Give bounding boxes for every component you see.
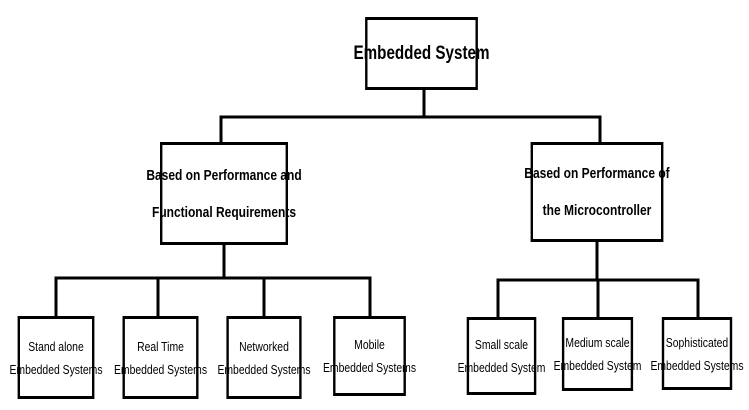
node-leaf-mobile: Mobile Embedded Systems [323, 316, 416, 396]
node-branch-right-line2: the Microcontroller [542, 202, 652, 219]
node-leaf-mobile-line1: Mobile [354, 337, 385, 352]
node-branch-left-line1: Based on Performance and [146, 166, 302, 184]
node-leaf-real-time-line2: Embedded Systems [113, 361, 208, 377]
node-leaf-stand-alone: Stand alone Embedded Systems [9, 316, 103, 399]
node-leaf-real-time: Real Time Embedded Systems [114, 316, 207, 399]
node-branch-right-line1: Based on Performance of [524, 165, 670, 182]
node-leaf-medium-scale-line2: Embedded System [553, 358, 642, 373]
node-leaf-small-scale-line2: Embedded System [457, 360, 546, 375]
node-leaf-small-scale-line1: Small scale [474, 337, 529, 352]
node-leaf-small-scale: Small scale Embedded System [458, 317, 545, 395]
node-branch-left-line2: Functional Requirements [151, 203, 297, 221]
node-leaf-medium-scale-line1: Medium scale [565, 335, 630, 350]
node-leaf-networked-line2: Embedded Systems [217, 361, 311, 377]
node-leaf-networked: Networked Embedded Systems [217, 316, 311, 399]
node-leaf-mobile-line2: Embedded Systems [322, 360, 417, 375]
node-leaf-sophisticated: Sophisticated Embedded Systems [650, 317, 744, 390]
node-leaf-networked-line1: Networked [239, 338, 289, 354]
node-root-label: Embedded System [353, 42, 490, 64]
node-root: Embedded System [354, 17, 490, 90]
node-leaf-sophisticated-line1: Sophisticated [665, 334, 729, 350]
node-leaf-real-time-line1: Real Time [137, 338, 184, 354]
node-leaf-stand-alone-line2: Embedded Systems [9, 361, 103, 377]
node-leaf-sophisticated-line2: Embedded Systems [650, 357, 744, 373]
node-branch-left: Based on Performance and Functional Requ… [146, 142, 302, 245]
node-leaf-medium-scale: Medium scale Embedded System [554, 317, 641, 391]
node-leaf-stand-alone-line1: Stand alone [28, 338, 84, 354]
node-branch-right: Based on Performance of the Microcontrol… [524, 142, 670, 242]
